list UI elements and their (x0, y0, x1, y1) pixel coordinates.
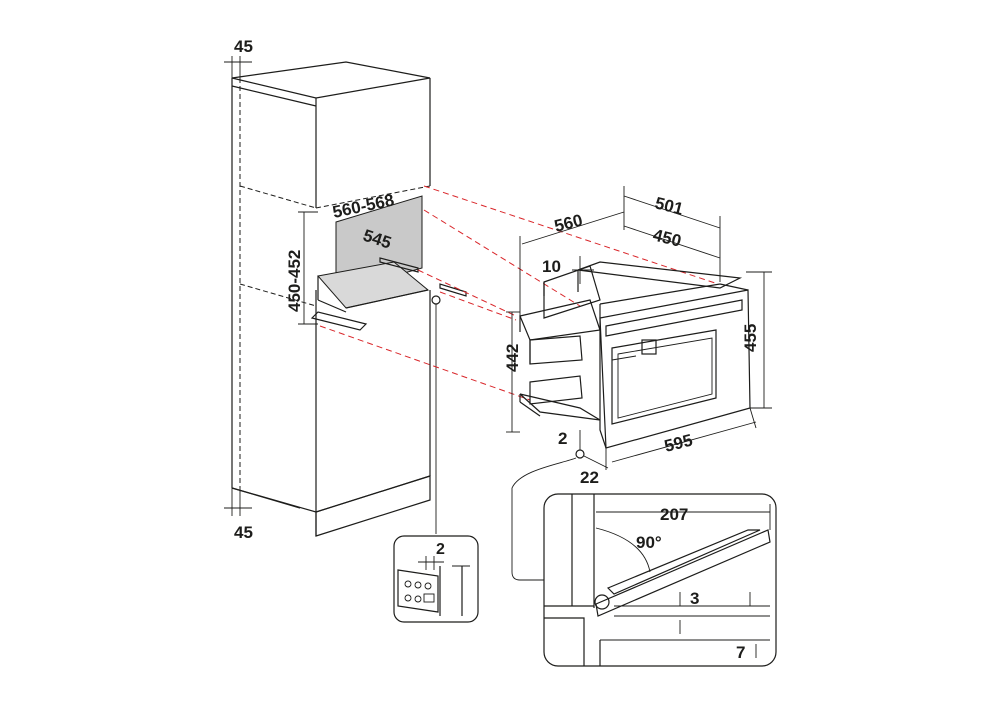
dim-label-detail-hinge-gap: 3 (690, 589, 699, 608)
dim-product-frame-width: 595 (605, 407, 757, 470)
dim-label-product-height-body: 442 (503, 344, 522, 372)
dim-label-product-width-front: 560 (552, 211, 584, 236)
dim-top-gap: 45 (224, 37, 253, 78)
alignment-guides (319, 185, 719, 401)
dim-label-product-depth-total: 501 (653, 193, 685, 218)
appliance (519, 261, 751, 449)
dim-label-niche-height: 450-452 (285, 250, 304, 312)
dim-product-height-total: 455 (741, 271, 772, 409)
dim-label-top-gap: 45 (234, 37, 253, 56)
dim-niche-height: 450-452 (285, 211, 318, 325)
dim-product-frame-depth: 22 (575, 449, 609, 487)
dim-label-detail-angle: 90° (636, 533, 662, 552)
dim-label-detail-left-gap: 2 (436, 541, 445, 558)
niche-opening (310, 195, 467, 331)
dim-bottom-gap: 45 (224, 488, 253, 542)
detail-panel-1: 2 (393, 535, 479, 623)
dim-label-detail-hinge-length: 207 (660, 505, 688, 524)
dim-product-depth-body: 450 (623, 225, 721, 259)
dim-label-bottom-gap: 45 (234, 523, 253, 542)
dim-label-product-frame-depth: 22 (580, 468, 599, 487)
dim-label-product-height-total: 455 (741, 324, 760, 352)
dim-label-product-gap-bottom: 2 (558, 429, 567, 448)
dim-product-gap-bottom: 2 (558, 429, 581, 450)
dim-label-detail-bottom-gap: 7 (736, 643, 745, 662)
dim-product-width-front: 560 (519, 211, 625, 318)
leader-line-2 (511, 457, 577, 581)
dim-label-product-depth-body: 450 (651, 225, 683, 250)
detail-panel-2: 207 90° 3 7 (543, 493, 777, 667)
dim-label-product-top-offset: 10 (542, 257, 561, 276)
tall-cabinet (231, 61, 431, 537)
dim-label-product-frame-width: 595 (662, 431, 694, 456)
dim-product-top-offset: 10 (542, 256, 594, 284)
dim-product-height-body: 442 (503, 311, 522, 433)
